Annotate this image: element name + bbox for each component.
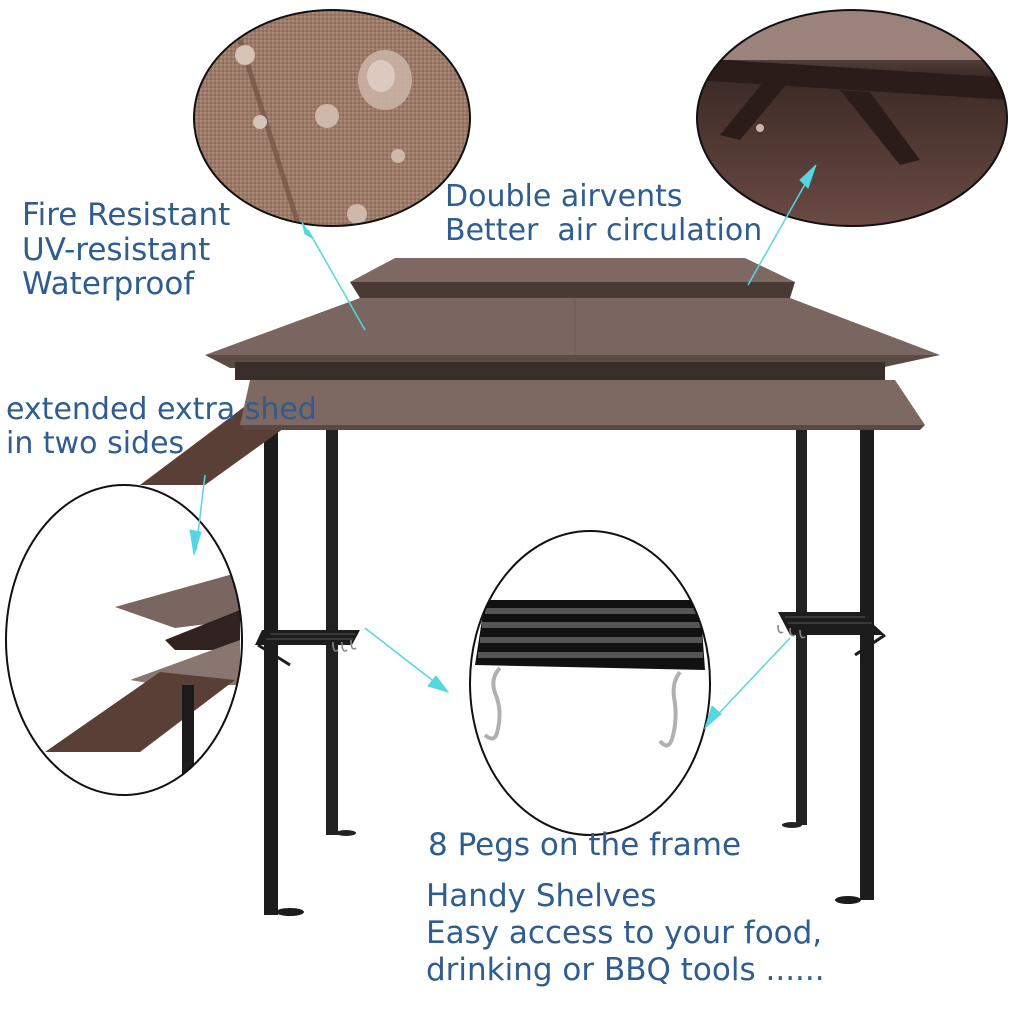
feature-line: in two sides xyxy=(6,425,185,461)
feature-line: Double airvents xyxy=(445,179,683,214)
shelf-closeup xyxy=(469,530,711,836)
feature-line: UV-resistant xyxy=(22,231,211,268)
feature-line: Handy Shelves xyxy=(426,878,657,914)
feature-line: extended extra shed xyxy=(6,392,317,427)
pegs-feature-text: 8 Pegs on the frame xyxy=(428,827,742,863)
materials-feature-text: Fire Resistant UV-resistant Waterproof xyxy=(22,198,230,302)
shed-feature-text: extended extra shed in two sides xyxy=(6,393,317,460)
left-shelf xyxy=(255,630,360,667)
shelves-feature-text: Handy Shelves Easy access to your food, … xyxy=(426,878,825,990)
fabric-closeup xyxy=(193,9,471,227)
feature-line: Waterproof xyxy=(22,266,195,303)
right-shelf xyxy=(777,612,886,657)
vents-feature-text: Double airvents Better air circulation xyxy=(445,180,762,247)
feature-line: Better air circulation xyxy=(445,212,763,248)
callout-arrows xyxy=(189,164,817,730)
side-shed-closeup xyxy=(5,484,243,796)
feature-line: Easy access to your food, xyxy=(426,915,823,952)
feature-line: drinking or BBQ tools ...... xyxy=(426,952,825,989)
feature-line: Fire Resistant xyxy=(22,197,231,233)
gazebo-canopy xyxy=(205,258,940,430)
